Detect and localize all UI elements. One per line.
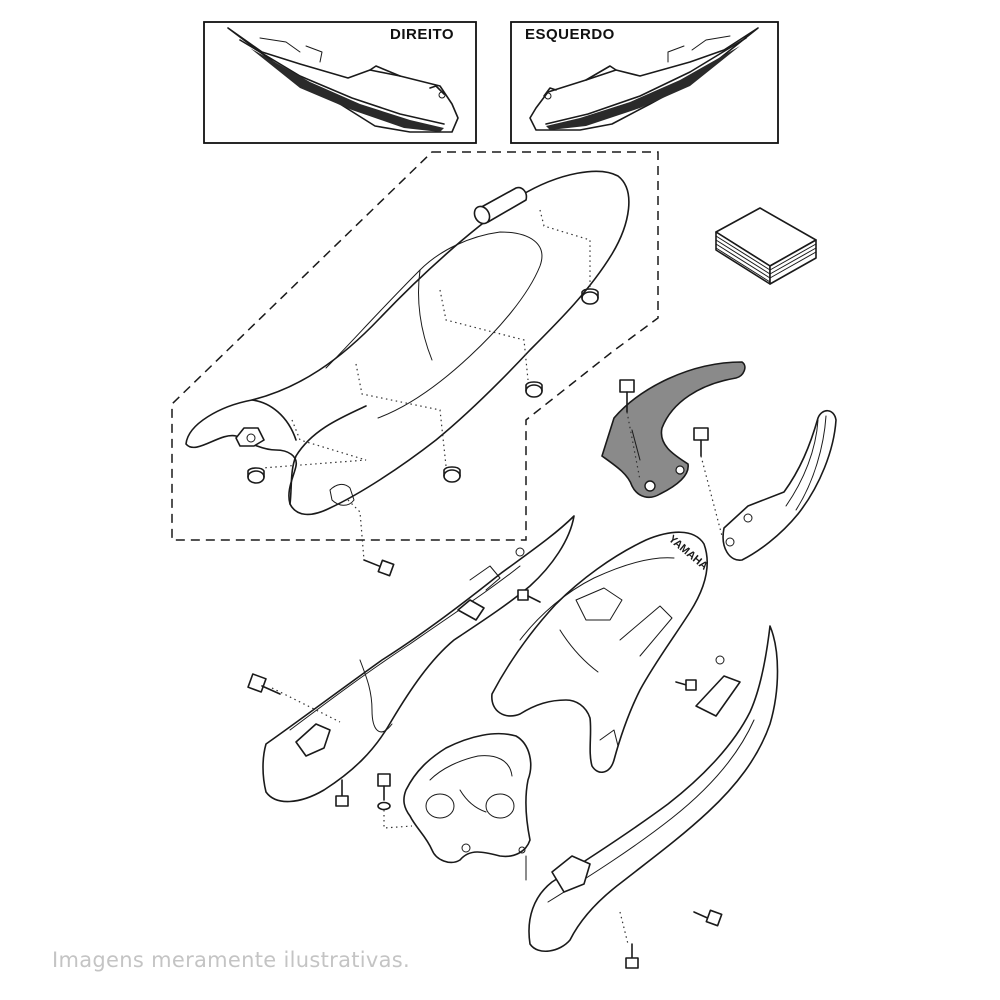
tail-center-cover: YAMAHA <box>491 531 710 773</box>
grab-handle-bolt-1 <box>619 379 635 413</box>
left-side-cover-thumbnail <box>529 27 759 131</box>
lower-inner-bracket <box>403 732 532 881</box>
left-cover-bolt-right <box>693 909 723 927</box>
seat-hook <box>235 427 265 447</box>
seat-damper-4 <box>247 467 265 484</box>
inset-right-side-view: DIREITO <box>203 21 477 144</box>
seat-bolt <box>363 559 395 577</box>
inset-left-side-view: ESQUERDO <box>510 21 779 144</box>
bracket-bolt <box>377 773 391 811</box>
seat-latch-tube <box>473 186 528 225</box>
seat-damper-2 <box>525 381 543 398</box>
right-side-cover-thumbnail <box>227 27 459 133</box>
footer-disclaimer: Imagens meramente ilustrativas. <box>52 948 411 972</box>
side-cover-bolt-bottom <box>335 779 349 807</box>
center-cover-bolt <box>517 589 541 603</box>
seat-damper-3 <box>443 466 461 483</box>
right-side-cover <box>262 515 575 803</box>
left-cover-bolt-bottom <box>625 943 639 969</box>
center-cover-bolt-2 <box>675 679 697 691</box>
seat-damper-1 <box>581 288 599 305</box>
side-cover-bolt-left <box>247 673 281 695</box>
inset-right-label: DIREITO <box>390 26 454 43</box>
inset-left-label: ESQUERDO <box>525 26 615 43</box>
seat <box>185 170 630 561</box>
tail-grab-handle <box>601 361 746 499</box>
seat-assembly-boundary <box>171 151 659 541</box>
rear-handle-bar <box>722 409 837 561</box>
grab-handle-bolt-2 <box>693 427 709 457</box>
left-side-cover <box>528 625 779 952</box>
manual-booklet <box>715 207 817 285</box>
